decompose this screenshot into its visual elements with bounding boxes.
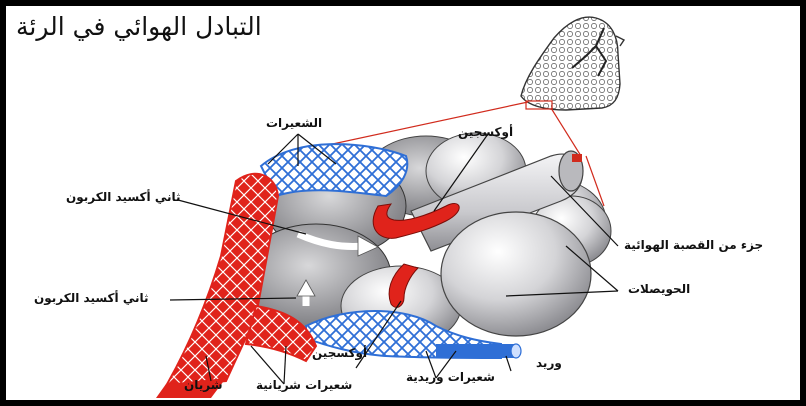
label-arterial-capillaries: شعيرات شريانية xyxy=(256,378,352,392)
label-capillaries: الشعيرات xyxy=(266,116,322,130)
label-venous-capillaries: شعيرات وريدية xyxy=(406,370,495,384)
large-alveolus xyxy=(441,212,591,336)
label-co2-upper: ثاني أكسيد الكربون xyxy=(66,190,180,204)
diagram-frame: التبادل الهوائي في الرئة الشعيرات أوكسجي… xyxy=(6,6,800,400)
label-co2-lower: ثاني أكسيد الكربون xyxy=(34,291,148,305)
label-oxygen-top: أوكسجين xyxy=(458,125,513,139)
zoom-line xyxy=(551,108,581,156)
label-vein: وريد xyxy=(536,356,562,370)
lung-outline-icon xyxy=(521,17,624,110)
label-alveoli: الحويصلات xyxy=(628,282,690,296)
label-bronchiole-part: جزء من القصبة الهوائية xyxy=(624,238,763,252)
label-artery: شريان xyxy=(184,378,223,392)
diagram-title: التبادل الهوائي في الرئة xyxy=(16,12,262,41)
label-oxygen-bottom: أوكسجين xyxy=(312,346,367,360)
